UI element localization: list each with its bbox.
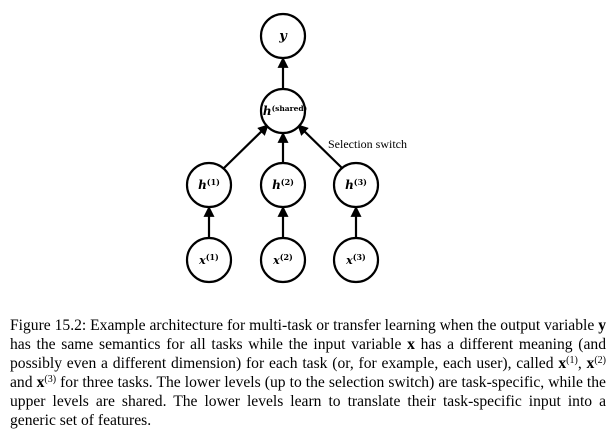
node-h3 [332, 161, 380, 209]
caption-x2: x [586, 355, 595, 372]
label-h1: h(1) [198, 177, 220, 192]
caption-x3: x [36, 374, 45, 391]
edges [203, 56, 362, 238]
label-x3: x(3) [345, 252, 366, 267]
label-h-shared: h(shared) [263, 104, 307, 118]
node-h1 [185, 161, 233, 209]
edge-h3-shared [297, 124, 343, 169]
label-h2: h(2) [272, 177, 294, 192]
node-x2 [259, 236, 307, 284]
selection-switch-annotation: Selection switch [328, 137, 407, 151]
node-h2 [259, 161, 307, 209]
caption-var-y: y [598, 317, 606, 334]
node-x1 [185, 236, 233, 284]
caption-label: Figure 15.2: [10, 317, 87, 334]
label-h3: h(3) [345, 177, 367, 192]
label-y: y [278, 29, 288, 44]
node-x3 [332, 236, 380, 284]
node-y [259, 12, 307, 60]
caption-var-x: x [407, 336, 415, 353]
figure-caption: Figure 15.2: Example architecture for mu… [10, 317, 606, 429]
architecture-diagram: y h(shared) h(1) h(2) h(3) x(1) x(2) x(3… [185, 12, 407, 284]
node-h-shared [259, 87, 307, 135]
label-x1: x(1) [198, 252, 219, 267]
caption-x1: x [558, 355, 567, 372]
edge-h1-shared [223, 124, 269, 169]
label-x2: x(2) [272, 252, 293, 267]
